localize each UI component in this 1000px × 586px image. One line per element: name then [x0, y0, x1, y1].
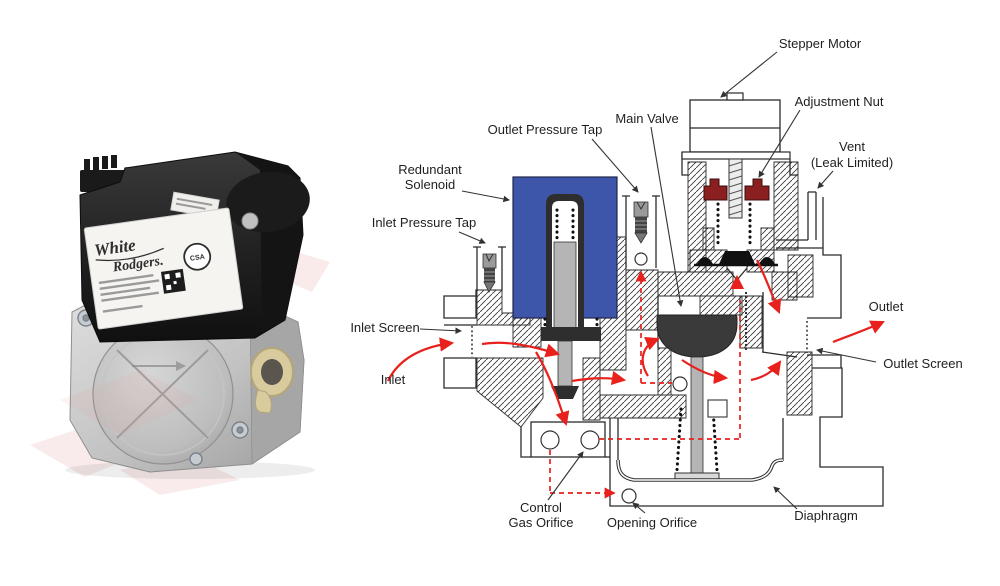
diaphragm-assembly [616, 458, 784, 504]
qr-code [160, 268, 186, 294]
stepper-motor-box [689, 99, 781, 153]
label-vent-line2: (Leak Limited) [811, 155, 893, 170]
product-photo: White Rodgers. CSA [30, 151, 330, 495]
gas-flow-arrow-engraving [132, 361, 186, 371]
diagram-labels: Stepper Motor Adjustment Nut Vent (Leak … [350, 36, 962, 530]
adjustment-nut-left [703, 178, 728, 201]
main-valve-disc [656, 314, 738, 358]
label-control-gas-orifice-line1: Control [520, 500, 562, 515]
valve-face-cross [116, 349, 209, 439]
regulator-diaphragm [694, 251, 778, 267]
screw-threads [728, 161, 743, 216]
stepper-motor-assembly [681, 92, 791, 282]
control-gas-orifices [540, 430, 600, 450]
label-redundant-solenoid-line1: Redundant [398, 162, 462, 177]
adjustment-screw [728, 158, 743, 219]
pilot-button [241, 212, 259, 230]
brand-wordmark-line2: Rodgers. [111, 254, 165, 276]
control-passage-port [672, 376, 688, 392]
control-gas-dashed-path [549, 270, 741, 499]
inlet-port [250, 347, 294, 414]
valve-cutaway-diagram: Stepper Motor Adjustment Nut Vent (Leak … [350, 36, 962, 530]
label-adjustment-nut: Adjustment Nut [795, 94, 884, 109]
label-main-valve: Main Valve [615, 111, 678, 126]
leader-lines [419, 51, 877, 514]
main-valve-spring [675, 407, 719, 472]
redundant-solenoid [512, 176, 618, 399]
outlet-pressure-tap [622, 194, 660, 268]
opening-orifice-hole [621, 488, 637, 504]
svg-text:CSA: CSA [190, 254, 206, 263]
label-vent-line1: Vent [839, 139, 865, 154]
plunger-tip [551, 386, 579, 399]
label-diaphragm: Diaphragm [794, 508, 858, 523]
product-label: White Rodgers. CSA [83, 207, 244, 330]
watermark-overlay [60, 370, 200, 435]
main-valve-assembly [656, 292, 747, 482]
bolt [77, 309, 249, 466]
solenoid-flange [541, 327, 601, 341]
plunger-rod [557, 340, 573, 387]
flow-arrows [387, 259, 885, 427]
spec-text-lines [98, 274, 160, 313]
inlet-pressure-tap [473, 246, 506, 293]
pilot-ball [634, 252, 648, 266]
csa-certification-icon: CSA [183, 242, 212, 271]
label-outlet-screen: Outlet Screen [883, 356, 963, 371]
solenoid-plunger [553, 241, 577, 336]
adjustment-nut-right [744, 178, 770, 201]
label-inlet: Inlet [381, 372, 406, 387]
label-inlet-pressure-tap: Inlet Pressure Tap [372, 215, 477, 230]
label-stepper-motor: Stepper Motor [779, 36, 862, 51]
brand-underline-swoosh [95, 247, 164, 262]
label-opening-orifice: Opening Orifice [607, 515, 697, 530]
stem-guide-notch [707, 399, 728, 418]
label-inlet-screen: Inlet Screen [350, 320, 419, 335]
regulator-spring [716, 202, 752, 250]
label-outlet: Outlet [869, 299, 904, 314]
label-outlet-pressure-tap: Outlet Pressure Tap [488, 122, 603, 137]
valve-stem [690, 356, 704, 475]
label-redundant-solenoid-line2: Solenoid [405, 177, 456, 192]
label-control-gas-orifice-line2: Gas Orifice [508, 515, 573, 530]
